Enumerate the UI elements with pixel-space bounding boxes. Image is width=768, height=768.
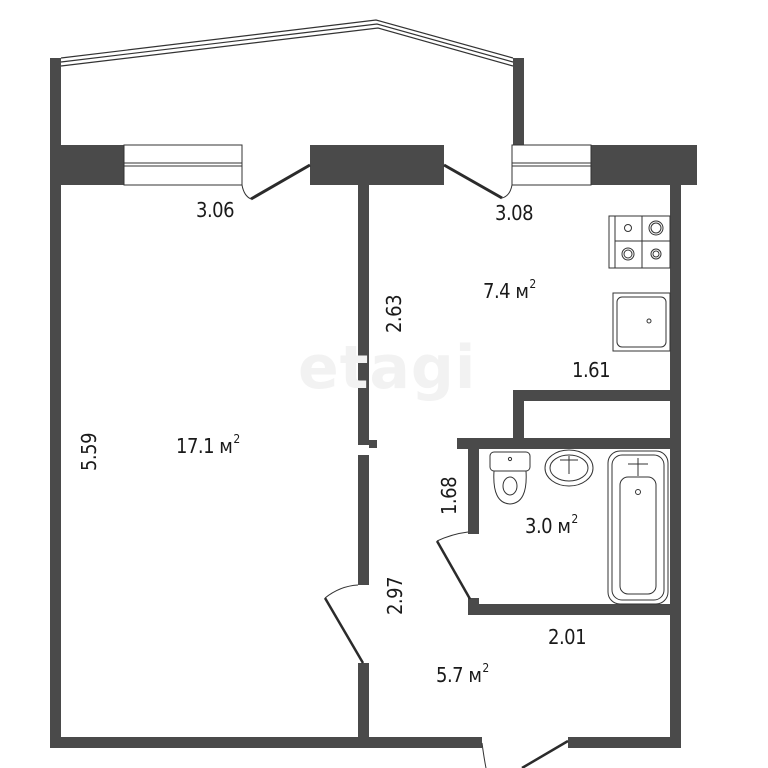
dim-living-length: 5.59 [77,432,102,472]
stove-icon [608,215,671,269]
dim-kitchen-width: 3.08 [495,201,534,225]
washbasin-icon [544,449,594,487]
hallway-area: 5.7 м2 [436,661,489,687]
bathtub-icon [607,450,669,605]
dim-living-width: 3.06 [196,198,235,222]
balcony-door-living [241,163,311,201]
balcony-door-kitchen [443,163,513,200]
dim-hallway-width: 2.01 [548,625,587,649]
door-living [323,584,365,664]
living-room-area: 17.1 м2 [176,432,240,458]
window-kitchen [511,144,592,186]
kitchen-sink-icon [612,292,671,352]
dim-bathroom-length: 1.68 [437,476,462,516]
entrance-door [481,739,569,768]
dim-kitchen-counter: 1.61 [572,358,611,382]
bathroom-area: 3.0 м2 [525,512,578,538]
kitchen-area: 7.4 м2 [483,277,536,303]
dim-hallway-length: 2.97 [383,576,408,616]
interior-walls [358,185,681,748]
toilet-icon [489,451,531,505]
dim-kitchen-length: 2.63 [382,294,407,334]
balcony [50,19,524,146]
window-living [123,144,243,186]
door-bathroom [435,531,472,600]
watermark: etagi [298,333,477,403]
